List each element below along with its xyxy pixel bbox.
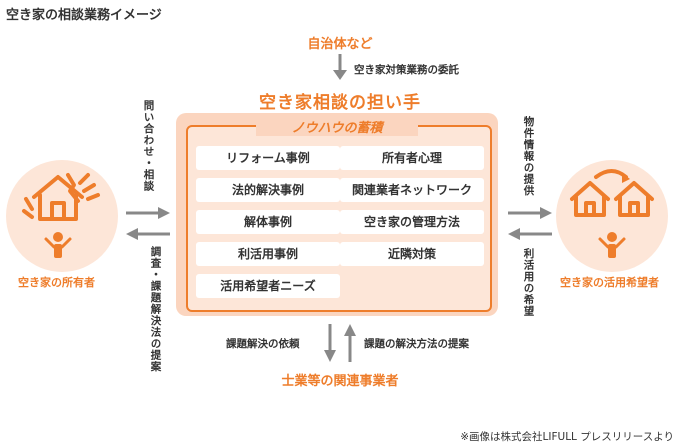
right-actor-label: 空き家の活用希望者: [560, 276, 659, 289]
top-down-arrow: [333, 54, 347, 80]
knowhow-item: 利活用事例: [196, 242, 340, 266]
knowhow-item: リフォーム事例: [196, 146, 340, 170]
knowhow-item: 法的解決事例: [196, 178, 340, 202]
page-title: 空き家の相談業務イメージ: [6, 8, 162, 23]
bottom-left-label: 課題解決の依頼: [226, 338, 300, 350]
left-lower-label: 調査・課題解決法の提案: [149, 246, 162, 373]
broken-house-icon: [22, 173, 100, 258]
top-arrow-label: 空き家対策業務の委託: [354, 64, 459, 76]
knowhow-item: 近隣対策: [340, 242, 484, 266]
left-upper-label: 問い合わせ・相談: [142, 100, 155, 192]
bottom-to-center-arrow: [344, 324, 356, 362]
knowhow-item: 解体事例: [196, 210, 340, 234]
knowhow-item: 活用希望者ニーズ: [196, 274, 340, 298]
center-to-bottom-arrow: [324, 324, 336, 362]
left-actor-label: 空き家の所有者: [18, 276, 95, 289]
knowhow-panel-border: リフォーム事例 所有者心理 法的解決事例 関連業者ネットワーク 解体事例 空き家…: [186, 125, 492, 312]
knowhow-item: 空き家の管理方法: [340, 210, 484, 234]
bottom-actor-label: 士業等の関連事業者: [281, 374, 399, 389]
center-to-left-arrow: [126, 228, 170, 240]
top-actor-label: 自治体など: [307, 37, 373, 52]
center-title: 空き家相談の担い手: [259, 93, 421, 113]
knowhow-panel: リフォーム事例 所有者心理 法的解決事例 関連業者ネットワーク 解体事例 空き家…: [176, 113, 498, 316]
bottom-right-label: 課題の解決方法の提案: [364, 338, 469, 350]
footnote: ※画像は株式会社LIFULL プレスリリースより: [460, 431, 674, 443]
right-upper-label: 物件情報の提供: [522, 116, 535, 197]
left-to-center-arrow: [126, 207, 170, 219]
right-to-center-arrow: [508, 228, 552, 240]
knowhow-item: 所有者心理: [340, 146, 484, 170]
center-to-right-arrow: [508, 207, 552, 219]
knowhow-item: 関連業者ネットワーク: [340, 178, 484, 202]
renewed-houses-icon: [570, 169, 654, 258]
panel-heading: ノウハウの蓄積: [256, 117, 418, 136]
right-lower-label: 利活用の希望: [522, 248, 535, 317]
